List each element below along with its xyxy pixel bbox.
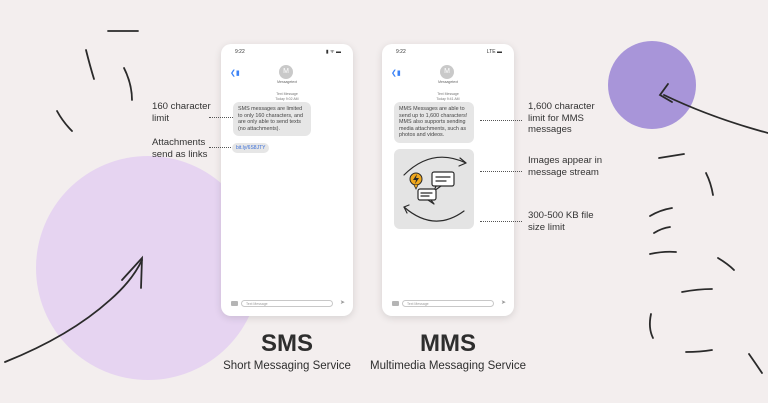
doodle-stroke — [681, 288, 713, 293]
avatar[interactable]: M — [279, 65, 293, 79]
send-icon[interactable]: ➤ — [500, 300, 506, 306]
message-type: Text Message — [276, 92, 298, 96]
right-arrowhead — [658, 83, 673, 103]
sms-title: SMS — [260, 330, 313, 357]
bolt-glyph — [413, 174, 419, 184]
attachment-link[interactable]: bit.ly/6S8JTY — [232, 143, 270, 153]
mms-phone-mockup: 9:22 LTE ▬ ❮▮ M Messagetext Text Message… — [382, 44, 514, 316]
message-type: Text Message — [437, 92, 459, 96]
chevron-left-icon: ❮ — [391, 70, 397, 77]
message-input[interactable]: Text Message — [241, 300, 333, 307]
sms-phone-mockup: 9:22 ▮ ᯤ ▬ ❮▮ M Messagetext Text Message… — [221, 44, 353, 316]
status-icons: ▮ ᯤ ▬ — [325, 49, 341, 55]
annotation-mms-images: Images appear in message stream — [528, 155, 603, 178]
doodle-stroke — [653, 226, 671, 234]
leader-line — [480, 221, 522, 222]
status-bar: 9:22 ▮ ᯤ ▬ — [235, 49, 341, 57]
doodle-stroke — [717, 257, 735, 271]
message-input[interactable]: Text Message — [402, 300, 494, 307]
doodle-stroke — [658, 153, 685, 159]
annotation-sms-limit: 160 character limit — [152, 101, 211, 124]
chat-bubble-small-tail — [427, 199, 435, 205]
doodle-stroke — [649, 250, 677, 255]
mms-subtitle: Multimedia Messaging Service — [370, 360, 526, 372]
doodle-stroke — [649, 207, 673, 217]
leader-line — [209, 117, 233, 118]
back-button[interactable]: ❮▮ — [230, 70, 240, 77]
message-timestamp: Today 9:41 AM — [436, 96, 460, 101]
annotation-mms-limit: 1,600 character limit for MMS messages — [528, 101, 595, 135]
camera-icon[interactable] — [231, 301, 238, 306]
chat-bubble-large — [431, 171, 455, 187]
annotation-sms-attachments: Attachments send as links — [152, 137, 208, 160]
message-header: Text Message Today 9:41 AM — [382, 92, 514, 101]
media-attachment[interactable] — [394, 149, 474, 229]
doodle-stroke — [648, 313, 654, 339]
right-arrow — [663, 94, 768, 134]
camera-icon[interactable] — [392, 301, 399, 306]
chat-bubble-lines — [435, 176, 451, 182]
contact-label: Messagetext — [438, 80, 458, 84]
status-time: 9:22 — [235, 49, 245, 55]
cycle-arrowhead-top — [458, 157, 467, 167]
doodle-stroke — [56, 110, 73, 132]
bolt-badge-tail — [413, 184, 419, 190]
status-icons: LTE ▬ — [486, 49, 502, 55]
doodle-stroke — [748, 353, 763, 374]
left-arrowhead — [121, 255, 143, 289]
chevron-left-icon: ❮ — [230, 70, 236, 77]
leader-line — [480, 120, 522, 121]
chat-bubble-small — [417, 188, 437, 201]
doodle-stroke — [123, 67, 133, 101]
send-icon[interactable]: ➤ — [339, 300, 345, 306]
back-button[interactable]: ❮▮ — [391, 70, 401, 77]
right-purple-blob — [608, 41, 696, 129]
cycle-arrowhead-bottom — [403, 204, 410, 214]
cycle-arrow-bottom — [403, 206, 465, 222]
leader-line — [480, 171, 522, 172]
doodle-stroke — [85, 49, 95, 80]
avatar[interactable]: M — [440, 65, 454, 79]
left-arrow — [4, 259, 143, 363]
doodle-stroke — [685, 349, 713, 353]
sms-message-bubble: SMS messages are limited to only 160 cha… — [233, 102, 311, 137]
leader-line — [209, 147, 231, 148]
sms-subtitle: Short Messaging Service — [223, 360, 351, 372]
chat-media-illustration — [403, 156, 467, 222]
status-bar: 9:22 LTE ▬ — [396, 49, 502, 57]
message-header: Text Message Today 9:02 AM — [221, 92, 353, 101]
doodle-stroke — [705, 172, 714, 196]
annotation-mms-size: 300-500 KB file size limit — [528, 210, 594, 233]
left-purple-blob — [36, 156, 260, 380]
contact-label: Messagetext — [277, 80, 297, 84]
chat-bubble-small-lines — [420, 192, 433, 197]
mms-title: MMS — [420, 330, 476, 357]
message-timestamp: Today 9:02 AM — [275, 96, 299, 101]
status-time: 9:22 — [396, 49, 406, 55]
cycle-arrow-top — [403, 156, 467, 176]
mms-message-bubble: MMS Messages are able to send up to 1,60… — [394, 102, 474, 143]
message-composer: Text Message ➤ — [392, 300, 506, 308]
message-composer: Text Message ➤ — [231, 300, 345, 308]
